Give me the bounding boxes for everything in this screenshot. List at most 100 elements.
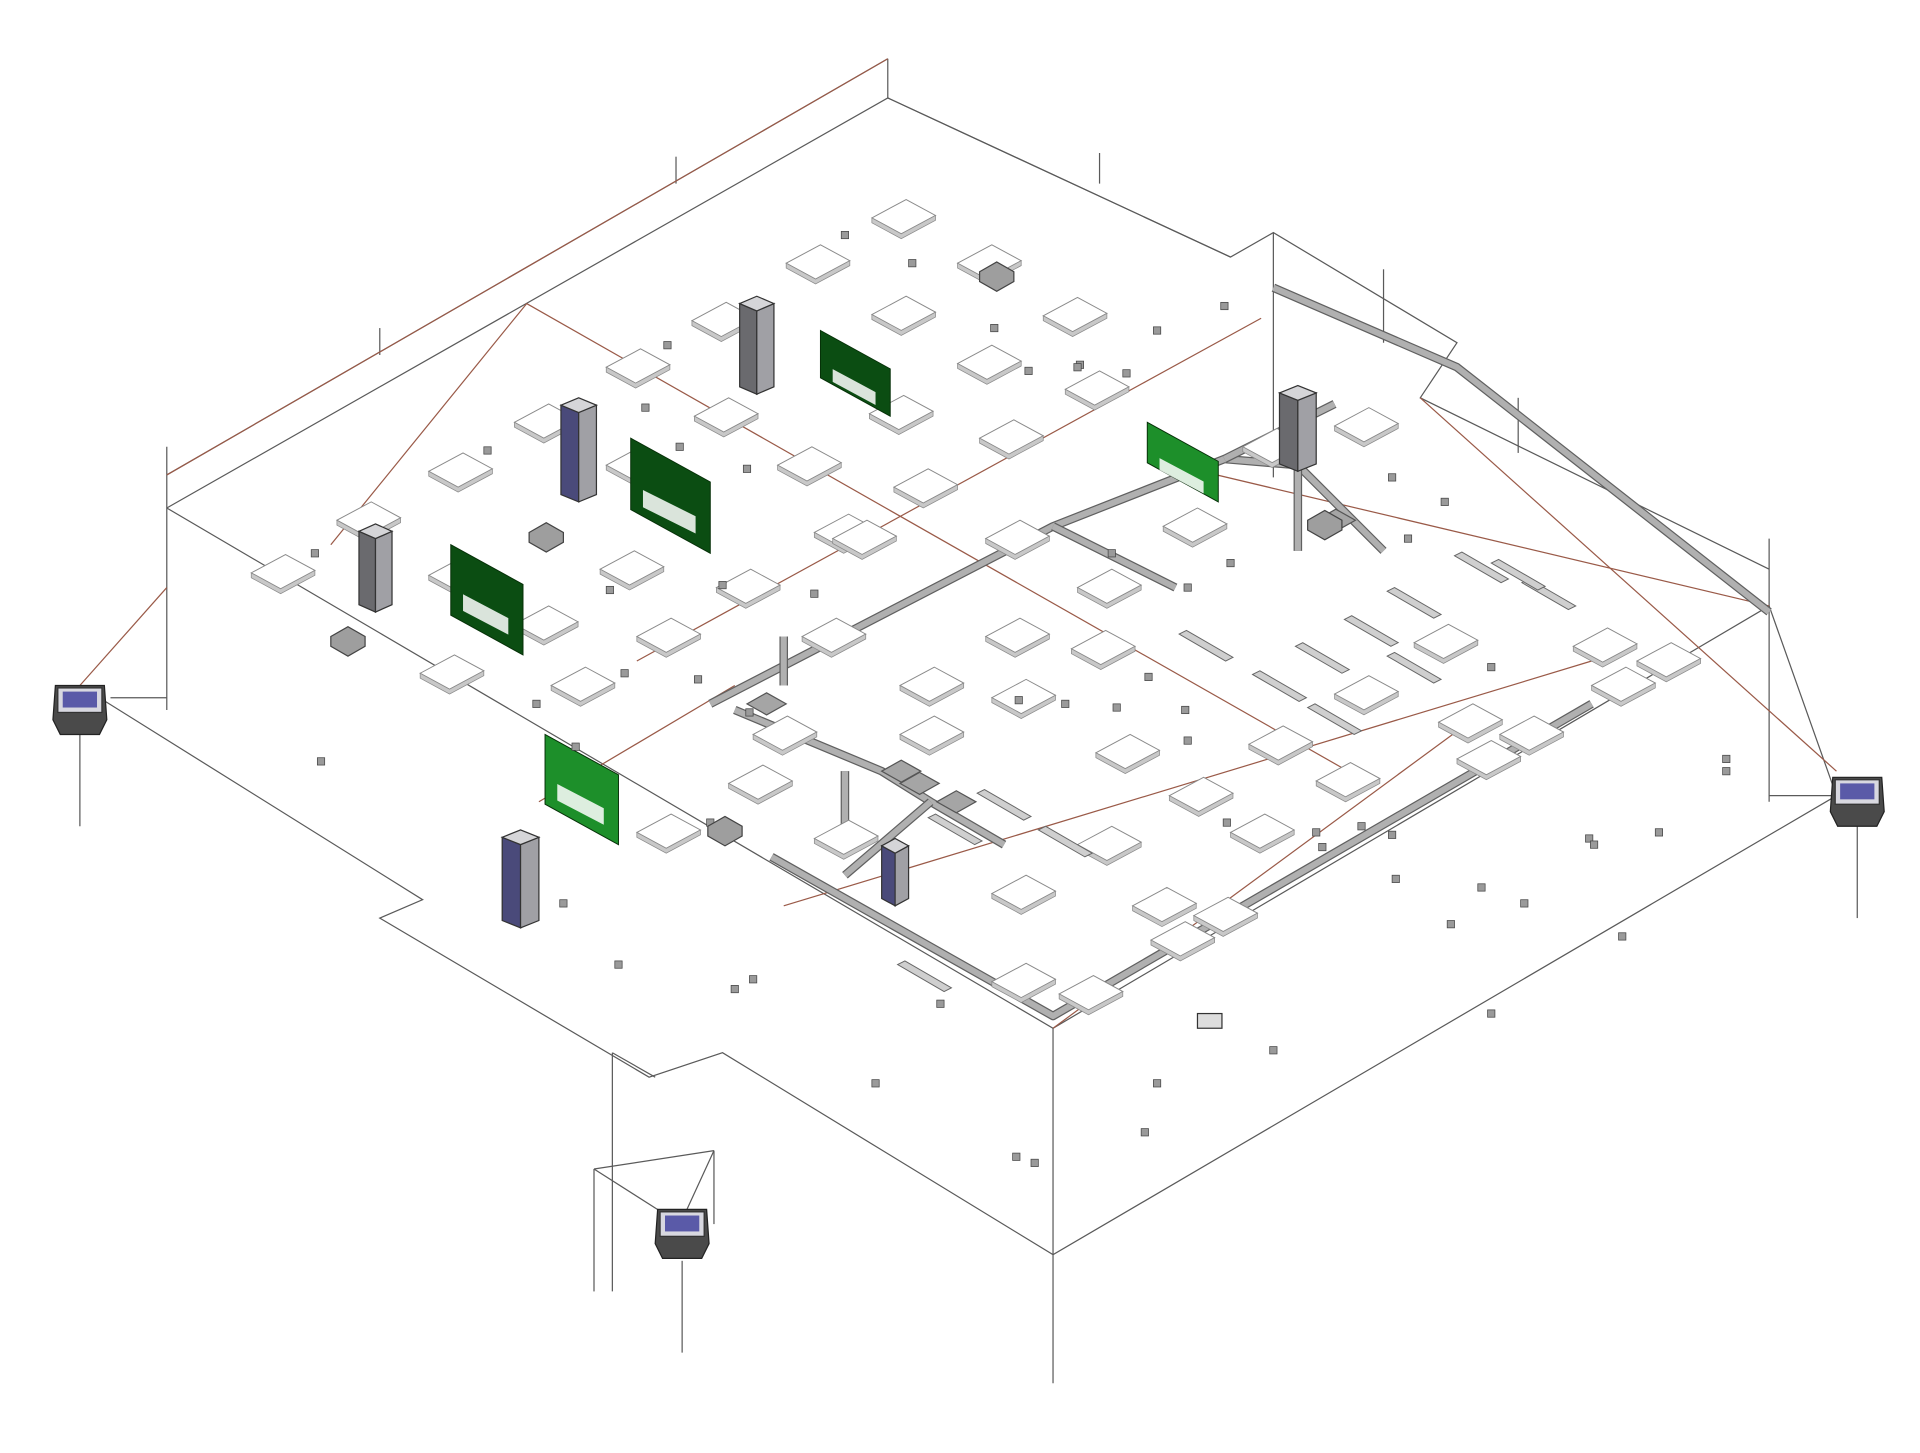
light-fixture — [990, 874, 1057, 911]
light-fixture-side — [636, 829, 701, 854]
linear-fixture — [1343, 615, 1400, 647]
light-fixture — [1094, 733, 1161, 770]
small-device — [571, 742, 580, 751]
small-device — [1183, 736, 1192, 745]
tower-side — [374, 530, 393, 613]
light-fixture — [1064, 370, 1130, 406]
small-device — [1391, 874, 1400, 883]
small-device — [990, 324, 999, 333]
small-device — [663, 341, 672, 350]
light-fixture-side — [1438, 719, 1503, 744]
outline-edge — [1768, 605, 1838, 796]
small-device — [1220, 301, 1229, 311]
light-fixture — [693, 397, 760, 433]
outline-edge — [612, 1052, 656, 1078]
small-device — [1014, 696, 1023, 705]
green-panel-notch — [832, 369, 876, 405]
wiring-run — [330, 303, 528, 546]
monitor-screen — [62, 691, 98, 708]
light-fixture-side — [1071, 645, 1136, 670]
tower-face — [501, 836, 522, 929]
small-device — [559, 899, 568, 908]
linear-fixture — [1386, 651, 1443, 684]
tower-top — [500, 829, 541, 846]
small-device — [1440, 497, 1449, 506]
small-device — [641, 403, 650, 412]
small-device — [1446, 920, 1455, 929]
small-device — [605, 585, 614, 595]
light-fixture-side — [957, 360, 1022, 385]
light-fixture-side — [694, 413, 759, 438]
small-device — [1487, 1009, 1496, 1018]
tower-face — [739, 302, 758, 396]
small-device — [742, 464, 752, 473]
tower-top — [1277, 384, 1318, 401]
duct-junction-box — [745, 692, 788, 716]
equipment-box — [1307, 509, 1343, 541]
light-fixture — [1590, 666, 1657, 702]
outline-edge — [887, 97, 1231, 258]
monitor-screen — [1840, 783, 1875, 800]
small-device — [908, 259, 917, 268]
light-fixture-side — [899, 682, 965, 707]
green-panel-notch — [642, 490, 696, 534]
small-device — [1144, 672, 1153, 681]
green-panel — [450, 543, 524, 656]
wiring-run — [1419, 397, 1837, 772]
small-device — [1520, 899, 1529, 908]
light-fixtures — [250, 198, 1702, 1016]
light-fixture — [635, 617, 702, 653]
monitor-screen — [664, 1215, 700, 1232]
light-fixture — [1076, 568, 1143, 605]
light-fixture — [990, 962, 1057, 999]
light-fixture-side — [1132, 902, 1197, 928]
tower-top — [357, 523, 394, 540]
light-fixture — [727, 764, 794, 800]
linear-fixture — [1037, 825, 1094, 858]
outline-edge — [79, 684, 1837, 1256]
tower-top — [738, 295, 776, 312]
small-device — [1318, 843, 1327, 852]
small-device — [871, 1079, 880, 1088]
green-panel-notch — [463, 594, 509, 635]
light-fixture-side — [1591, 682, 1656, 707]
small-device — [316, 757, 326, 766]
light-fixture-side — [428, 468, 493, 493]
small-device — [745, 708, 754, 717]
light-fixture — [1333, 675, 1400, 711]
green-panel — [630, 437, 711, 555]
light-fixture-side — [752, 731, 818, 756]
light-fixture-side — [605, 364, 671, 389]
light-fixture-side — [599, 566, 665, 591]
light-fixture-side — [1168, 792, 1234, 817]
small-device — [1722, 767, 1731, 776]
outline-edge — [593, 1150, 715, 1170]
linear-fixture — [1178, 629, 1235, 662]
light-fixture — [635, 813, 702, 849]
duct-segment — [769, 701, 1594, 1020]
tower-side — [578, 404, 598, 503]
small-device — [1312, 828, 1321, 837]
light-fixture — [427, 452, 494, 488]
light-fixture — [1162, 507, 1228, 543]
green-panel-notch — [557, 784, 604, 825]
linear-fixture — [1294, 642, 1351, 674]
equipment-box — [528, 521, 565, 553]
small-device — [1477, 883, 1486, 892]
duct-segment — [1272, 284, 1772, 615]
small-device — [1073, 363, 1082, 372]
small-device — [675, 442, 684, 451]
linear-fixture — [896, 960, 953, 993]
tower-side — [756, 302, 775, 396]
tower-face — [1278, 392, 1299, 473]
light-fixture — [870, 295, 937, 332]
light-fixture — [956, 344, 1023, 381]
light-fixture — [550, 666, 616, 702]
light-fixture-side — [1064, 386, 1130, 411]
small-device — [749, 975, 758, 984]
light-fixture-side — [777, 462, 842, 487]
light-fixture-side — [899, 731, 965, 756]
small-device — [1269, 1046, 1278, 1055]
light-fixture — [1247, 725, 1314, 761]
small-device — [1403, 534, 1413, 543]
